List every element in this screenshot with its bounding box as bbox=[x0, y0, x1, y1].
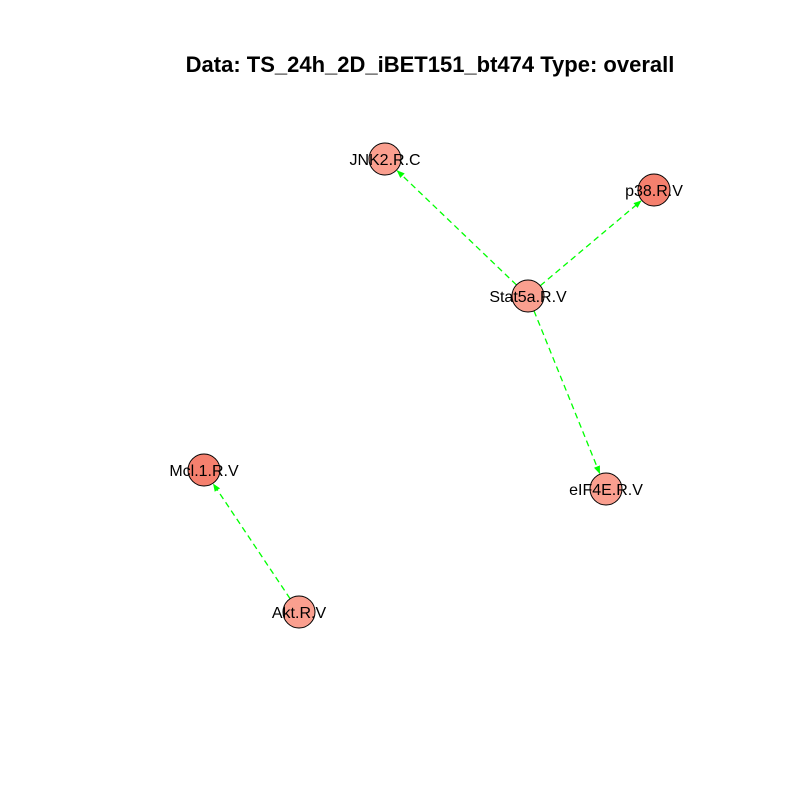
node-label: Akt.R.V bbox=[272, 605, 327, 622]
edge-akt-r-v-to-mcl-1-r-v bbox=[212, 483, 291, 600]
node-stat5a-r-v: Stat5a.R.V bbox=[489, 279, 567, 313]
node-circle bbox=[589, 472, 623, 506]
node-label: JNK2.R.C bbox=[349, 152, 420, 169]
node-circle bbox=[282, 595, 316, 629]
node-circle bbox=[511, 279, 545, 313]
node-circle bbox=[368, 142, 402, 176]
node-eif4e-r-v: eIF4E.R.V bbox=[569, 472, 643, 506]
node-label: Mcl.1.R.V bbox=[169, 463, 239, 480]
edges-layer bbox=[212, 170, 642, 600]
node-p38-r-v: p38.R.V bbox=[625, 173, 683, 207]
edge-stat5a-r-v-to-eif4e-r-v bbox=[533, 310, 601, 474]
node-label: p38.R.V bbox=[625, 183, 683, 200]
edge-stat5a-r-v-to-p38-r-v bbox=[539, 200, 642, 287]
node-mcl-1-r-v: Mcl.1.R.V bbox=[169, 453, 239, 487]
node-akt-r-v: Akt.R.V bbox=[272, 595, 327, 629]
node-circle bbox=[187, 453, 221, 487]
node-label: eIF4E.R.V bbox=[569, 482, 643, 499]
edge-stat5a-r-v-to-jnk2-r-c bbox=[396, 170, 517, 286]
node-jnk2-r-c: JNK2.R.C bbox=[349, 142, 421, 176]
diagram-title: Data: TS_24h_2D_iBET151_bt474 Type: over… bbox=[186, 52, 675, 77]
node-circle bbox=[637, 173, 671, 207]
node-label: Stat5a.R.V bbox=[489, 289, 567, 306]
nodes-layer: JNK2.R.C p38.R.V Stat5a.R.V Mcl.1.R.V eIF4E.… bbox=[169, 142, 683, 629]
